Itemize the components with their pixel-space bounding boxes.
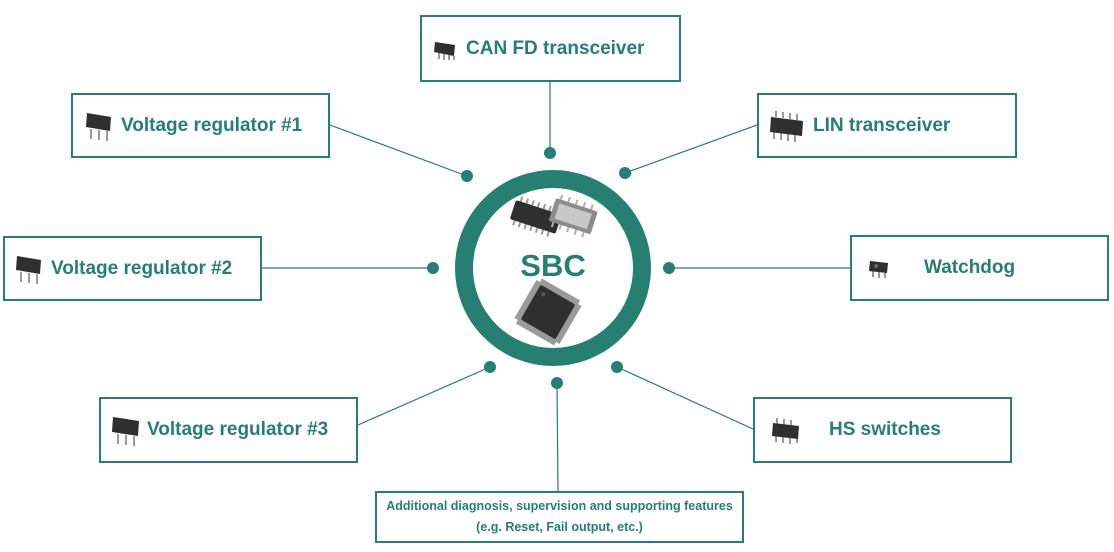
chip-icon xyxy=(869,261,888,278)
voltage-regulator-2-box: Voltage regulator #2 xyxy=(3,236,262,301)
hs-switches-label: HS switches xyxy=(829,419,941,440)
dot-watchdog xyxy=(663,262,675,274)
watchdog-label: Watchdog xyxy=(924,257,1016,278)
sbc-ring xyxy=(455,170,651,366)
sbc-chip-back xyxy=(549,194,598,238)
lin-transceiver-label: LIN transceiver xyxy=(813,114,951,136)
connector-lines xyxy=(262,82,850,492)
chip-icon xyxy=(772,418,799,444)
sbc-qfp-chip-icon xyxy=(514,278,582,346)
additional-features-label: Additional diagnosis, supervision and su… xyxy=(386,499,733,534)
voltage-regulator-2-label: Voltage regulator #2 xyxy=(51,257,233,279)
connector-lin xyxy=(624,124,758,174)
voltage-regulator-3-label: Voltage regulator #3 xyxy=(147,419,329,440)
additional-features-box: Additional diagnosis, supervision and su… xyxy=(375,491,744,543)
dot-vreg1 xyxy=(461,170,473,182)
dot-vreg2 xyxy=(427,262,439,274)
dot-additional xyxy=(551,377,563,389)
voltage-regulator-1-label: Voltage regulator #1 xyxy=(121,114,303,136)
sbc-label: SBC xyxy=(520,248,586,283)
dot-lin xyxy=(619,167,631,179)
chip-icon xyxy=(16,255,41,284)
dot-vreg3 xyxy=(484,361,496,373)
dot-can-fd xyxy=(544,147,556,159)
connector-dots xyxy=(427,147,675,389)
can-fd-transceiver-label: CAN FD transceiver xyxy=(466,37,645,59)
connector-vreg1 xyxy=(329,124,468,177)
chip-icon xyxy=(434,41,455,60)
hs-switches-box: HS switches xyxy=(753,397,1012,463)
voltage-regulator-1-box: Voltage regulator #1 xyxy=(71,93,330,158)
connector-vreg3 xyxy=(357,366,491,426)
chip-icon xyxy=(112,417,139,446)
connector-hs-switches xyxy=(616,366,754,430)
connector-additional xyxy=(556,382,559,492)
lin-transceiver-box: LIN transceiver xyxy=(757,93,1017,158)
can-fd-transceiver-box: CAN FD transceiver xyxy=(420,15,681,82)
chip-icon xyxy=(86,112,111,141)
watchdog-box: Watchdog xyxy=(850,235,1109,301)
chip-icon xyxy=(770,110,803,142)
voltage-regulator-3-box: Voltage regulator #3 xyxy=(99,397,358,463)
dot-hs-switches xyxy=(611,361,623,373)
